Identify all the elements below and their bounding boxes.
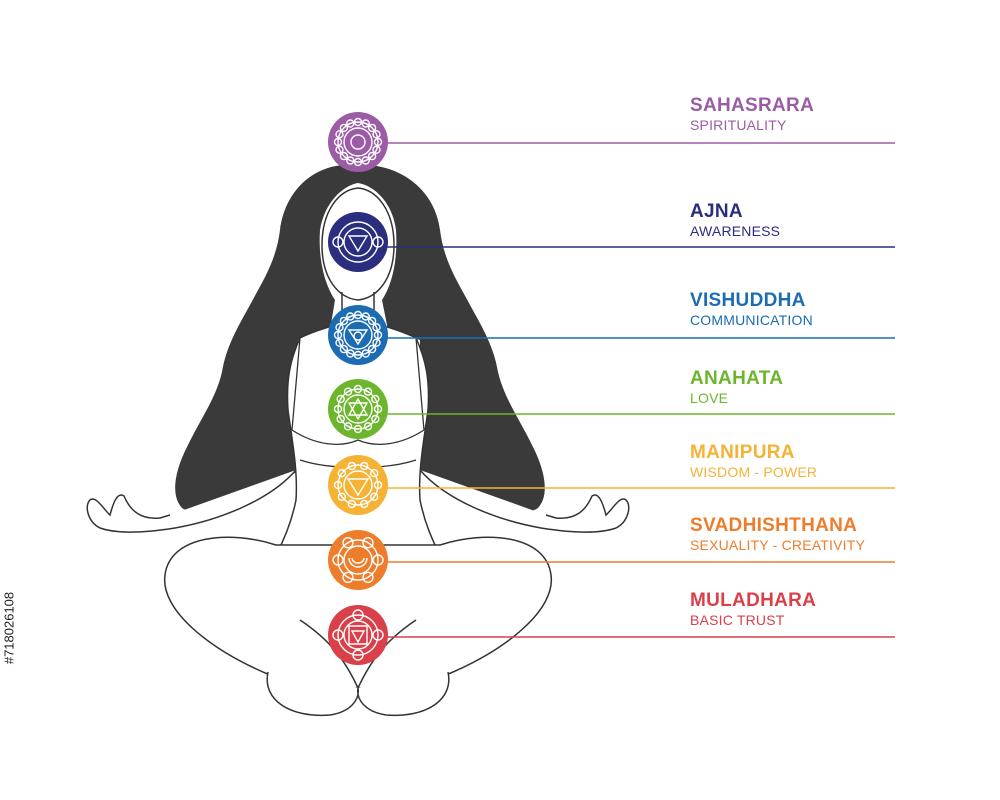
chakra-meaning: SEXUALITY - CREATIVITY — [690, 537, 866, 553]
chakra-name: AJNA — [690, 201, 743, 222]
chakra-circle — [328, 112, 388, 172]
hexagram-icon — [333, 384, 383, 434]
chakra-circle — [328, 305, 388, 365]
chakra-circle — [328, 530, 388, 590]
left-arm — [86, 469, 297, 533]
chakra-name: MANIPURA — [690, 442, 795, 463]
stock-id-text: #718026108 — [1, 591, 17, 665]
square-lotus-icon — [332, 609, 384, 661]
stock-id: #718026108 — [0, 568, 20, 688]
label-svadhishthana: SVADHISHTHANA SEXUALITY - CREATIVITY — [690, 515, 865, 554]
label-muladhara: MULADHARA BASIC TRUST — [690, 590, 816, 629]
chakra-meaning: AWARENESS — [690, 223, 781, 239]
chakra-symbol — [328, 379, 388, 439]
chakra-circles — [328, 112, 388, 665]
chakra-meaning: SPIRITUALITY — [690, 117, 787, 133]
hair — [175, 164, 545, 513]
throat-lotus-icon — [333, 310, 383, 360]
chakra-name: SVADHISHTHANA — [690, 515, 858, 536]
chakra-name: VISHUDDHA — [690, 290, 806, 311]
chakra-meaning: BASIC TRUST — [690, 612, 785, 628]
chakra-name: MULADHARA — [690, 590, 817, 611]
third-eye-icon — [332, 221, 384, 263]
chakra-name: SAHASRARA — [690, 95, 815, 116]
label-ajna: AJNA AWARENESS — [690, 201, 780, 240]
chakra-meaning: COMMUNICATION — [690, 312, 813, 328]
crescent-lotus-icon — [332, 537, 384, 583]
chakra-symbol — [328, 530, 388, 590]
right-arm — [419, 469, 630, 533]
label-anahata: ANAHATA LOVE — [690, 368, 783, 407]
chakra-symbol — [328, 605, 388, 665]
chakra-circle — [328, 455, 388, 515]
top-garment — [291, 337, 425, 469]
chakra-symbol — [328, 455, 388, 515]
lotus-icon — [333, 117, 383, 167]
chakra-meaning: LOVE — [690, 390, 729, 406]
label-manipura: MANIPURA WISDOM - POWER — [690, 442, 817, 481]
chakra-circle — [328, 212, 388, 272]
connector-lines — [358, 142, 895, 638]
chakra-meaning: WISDOM - POWER — [690, 464, 818, 480]
label-vishuddha: VISHUDDHA COMMUNICATION — [690, 290, 813, 329]
chakra-circle — [328, 605, 388, 665]
chakra-circle — [328, 379, 388, 439]
chakra-symbol — [328, 112, 388, 172]
label-sahasrara: SAHASRARA SPIRITUALITY — [690, 95, 814, 134]
triangle-lotus-icon — [333, 461, 383, 509]
chakra-symbol — [328, 305, 388, 365]
chakra-name: ANAHATA — [690, 368, 784, 389]
feet — [266, 619, 450, 717]
chakra-symbol — [328, 212, 388, 272]
